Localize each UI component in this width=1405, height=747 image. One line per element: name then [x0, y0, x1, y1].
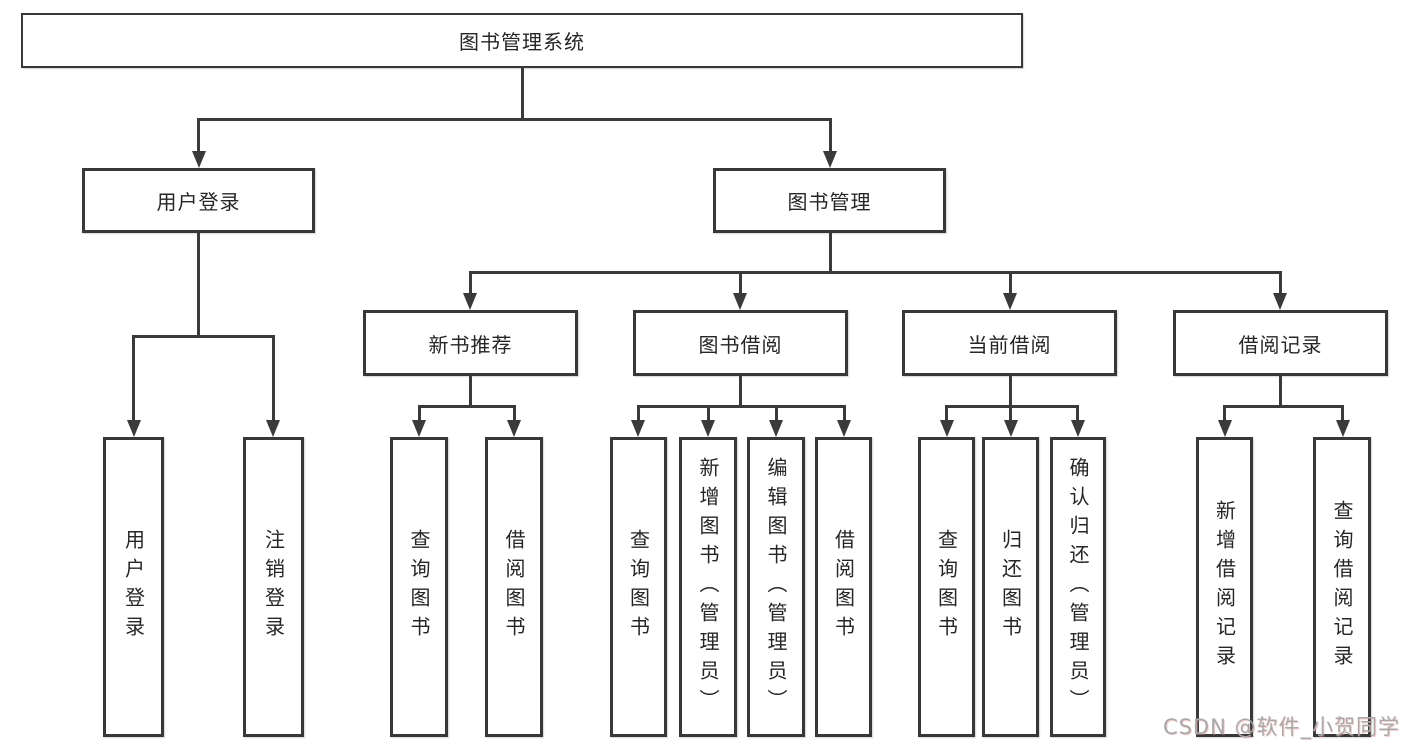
arrow-down-icon: [463, 293, 477, 310]
arrow-down-icon: [1335, 420, 1350, 437]
leaf-add-book-admin: 新增图书（管理员）: [679, 437, 737, 737]
leaf-return-book: 归还图书: [982, 437, 1039, 737]
arrow-down-icon: [823, 151, 837, 168]
connector-line-v: [512, 405, 516, 422]
leaf-borrow-book-label: 借阅图书: [831, 529, 856, 645]
leaf-add-borrow-record: 新增借阅记录: [1196, 437, 1253, 737]
leaf-add-borrow-record-label: 新增借阅记录: [1212, 500, 1237, 674]
connector-line-v: [468, 271, 472, 296]
node-book-management-label: 图书管理: [787, 190, 872, 214]
connector-line-v: [828, 118, 832, 154]
leaf-logout-label: 注销登录: [261, 529, 286, 645]
leaf-query-book-recommend-label: 查询图书: [407, 529, 431, 645]
leaf-logout: 注销登录: [243, 437, 304, 737]
leaf-query-book-current: 查询图书: [918, 437, 975, 737]
connector-line-v: [828, 233, 832, 274]
node-current-borrow: 当前借阅: [902, 310, 1117, 376]
connector-line-v: [132, 335, 135, 422]
connector-line-v: [636, 405, 640, 422]
node-user-login: 用户登录: [82, 168, 315, 233]
leaf-query-borrow-record: 查询借阅记录: [1313, 437, 1371, 737]
arrow-down-icon: [126, 420, 141, 437]
arrow-down-icon: [701, 420, 715, 437]
connector-line-v: [1278, 271, 1282, 296]
connector-line-v: [1009, 376, 1012, 408]
leaf-user-login-label: 用户登录: [121, 529, 146, 645]
leaf-query-book-recommend: 查询图书: [390, 437, 448, 737]
node-new-book-recommend: 新书推荐: [363, 310, 578, 376]
connector-line-h: [945, 405, 1079, 408]
node-borrow-records-label: 借阅记录: [1238, 332, 1323, 357]
node-system-root-label: 图书管理系统: [459, 30, 585, 54]
leaf-return-book-label: 归还图书: [998, 529, 1023, 645]
connector-line-h: [197, 118, 832, 121]
connector-line-h: [132, 335, 274, 338]
connector-line-v: [271, 335, 275, 422]
connector-line-h: [636, 405, 846, 408]
arrow-down-icon: [507, 420, 521, 437]
node-borrow-records: 借阅记录: [1173, 310, 1388, 376]
connector-line-h: [417, 405, 516, 408]
connector-line-v: [706, 405, 710, 422]
connector-line-v: [417, 405, 421, 422]
arrow-down-icon: [733, 293, 747, 310]
arrow-down-icon: [631, 420, 645, 437]
connector-line-v: [1076, 405, 1079, 422]
node-new-book-recommend-label: 新书推荐: [428, 332, 513, 357]
connector-line-v: [739, 376, 742, 408]
arrow-down-icon: [769, 420, 783, 437]
connector-line-v: [520, 68, 524, 121]
connector-line-v: [1341, 405, 1344, 422]
leaf-query-book-borrow: 查询图书: [610, 437, 667, 737]
leaf-query-book-borrow-label: 查询图书: [626, 529, 651, 645]
connector-line-v: [945, 405, 948, 422]
leaf-borrow-book-recommend: 借阅图书: [485, 437, 543, 737]
leaf-borrow-book: 借阅图书: [815, 437, 872, 737]
node-user-login-label: 用户登录: [156, 190, 241, 214]
leaf-user-login: 用户登录: [103, 437, 164, 737]
leaf-borrow-book-recommend-label: 借阅图书: [502, 529, 526, 645]
arrow-down-icon: [1217, 420, 1232, 437]
leaf-confirm-return-admin-label: 确认归还（管理员）: [1066, 456, 1090, 718]
node-book-borrow-label: 图书借阅: [698, 332, 783, 357]
connector-line-v: [1009, 405, 1012, 422]
leaf-add-book-admin-label: 新增图书（管理员）: [696, 456, 720, 718]
arrow-down-icon: [266, 420, 280, 437]
arrow-down-icon: [1273, 293, 1287, 310]
leaf-edit-book-admin-label: 编辑图书（管理员）: [764, 456, 788, 718]
connector-line-v: [1279, 376, 1282, 408]
watermark: CSDN @软件_小贺同学: [1162, 715, 1400, 739]
connector-line-v: [469, 376, 472, 408]
connector-line-h: [1223, 405, 1344, 408]
arrow-down-icon: [1003, 420, 1018, 437]
leaf-query-book-current-label: 查询图书: [934, 529, 959, 645]
arrow-down-icon: [191, 151, 206, 168]
connector-line-v: [774, 405, 778, 422]
leaf-edit-book-admin: 编辑图书（管理员）: [747, 437, 805, 737]
connector-line-v: [197, 118, 200, 154]
arrow-down-icon: [1003, 293, 1017, 310]
connector-line-v: [197, 233, 200, 337]
arrow-down-icon: [837, 420, 851, 437]
connector-line-h: [468, 271, 1282, 274]
connector-line-v: [738, 271, 742, 296]
connector-line-v: [1223, 405, 1226, 422]
leaf-confirm-return-admin: 确认归还（管理员）: [1050, 437, 1106, 737]
connector-line-v: [1008, 271, 1012, 296]
arrow-down-icon: [412, 420, 426, 437]
node-book-borrow: 图书借阅: [633, 310, 848, 376]
node-system-root: 图书管理系统: [21, 13, 1023, 68]
leaf-query-borrow-record-label: 查询借阅记录: [1330, 500, 1354, 674]
connector-line-v: [842, 405, 846, 422]
arrow-down-icon: [939, 420, 954, 437]
node-current-borrow-label: 当前借阅: [967, 332, 1052, 357]
node-book-management: 图书管理: [713, 168, 946, 233]
arrow-down-icon: [1070, 420, 1085, 437]
